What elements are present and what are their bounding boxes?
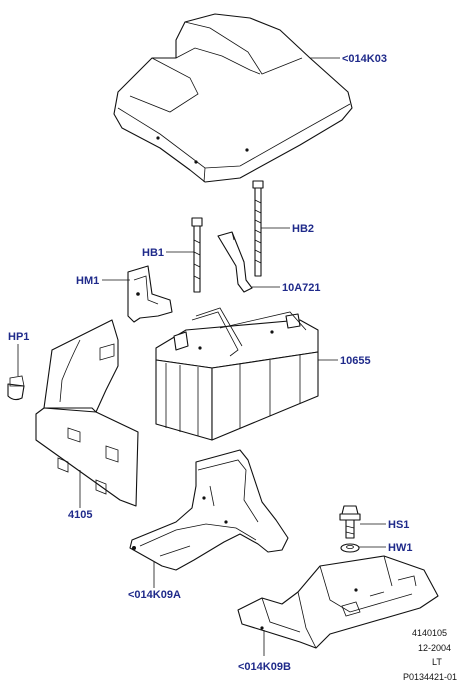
callout-hw1[interactable]: HW1 (388, 542, 412, 554)
footer-date: 12-2004 (418, 643, 451, 653)
terminal-cap-part[interactable] (7, 375, 25, 401)
hold-down-bolt-short-part[interactable] (191, 217, 203, 293)
hold-down-bolt-long-part[interactable] (252, 180, 264, 277)
callout-10655[interactable]: 10655 (340, 355, 371, 367)
callout-hb2[interactable]: HB2 (292, 223, 314, 235)
callout-4105[interactable]: 4105 (68, 509, 92, 521)
battery-insulator-part[interactable] (35, 319, 139, 507)
callout-hb1[interactable]: HB1 (142, 247, 164, 259)
battery-part[interactable] (155, 307, 319, 441)
footer-lang: LT (432, 657, 442, 667)
battery-cover-part[interactable] (113, 13, 353, 183)
callout-014k09b[interactable]: <014K09B (238, 661, 291, 673)
callout-hp1[interactable]: HP1 (8, 331, 29, 343)
callout-10a721[interactable]: 10A721 (282, 282, 321, 294)
washer-hw1-part[interactable] (340, 543, 360, 553)
bolt-hs1-part[interactable] (339, 505, 361, 539)
callout-hm1[interactable]: HM1 (76, 275, 99, 287)
footer-code: 4140105 (412, 628, 447, 638)
callout-014k09a[interactable]: <014K09A (128, 589, 181, 601)
footer-ref: P0134421-01 (403, 672, 457, 682)
callout-014k03[interactable]: <014K03 (342, 53, 387, 65)
clamp-bracket-part[interactable] (127, 265, 173, 323)
battery-tray-upper-part[interactable] (129, 449, 289, 571)
battery-tray-lower-part[interactable] (237, 555, 439, 649)
bracket-10a721-part[interactable] (217, 231, 253, 293)
callout-hs1[interactable]: HS1 (388, 519, 409, 531)
